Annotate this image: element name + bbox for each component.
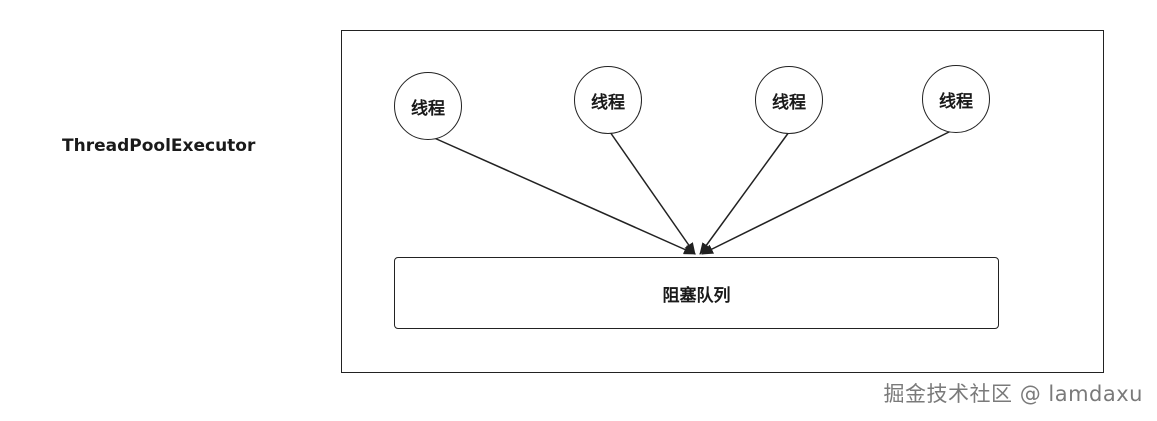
thread-node-1: 线程 <box>394 72 462 140</box>
watermark-text: 掘金技术社区 @ lamdaxu <box>883 382 1143 406</box>
thread-node-2: 线程 <box>574 66 642 134</box>
diagram-title: ThreadPoolExecutor <box>62 136 256 156</box>
thread-node-3: 线程 <box>755 66 823 134</box>
thread-node-4: 线程 <box>922 65 990 133</box>
thread-pool-container <box>341 30 1104 373</box>
blocking-queue: 阻塞队列 <box>394 257 999 329</box>
